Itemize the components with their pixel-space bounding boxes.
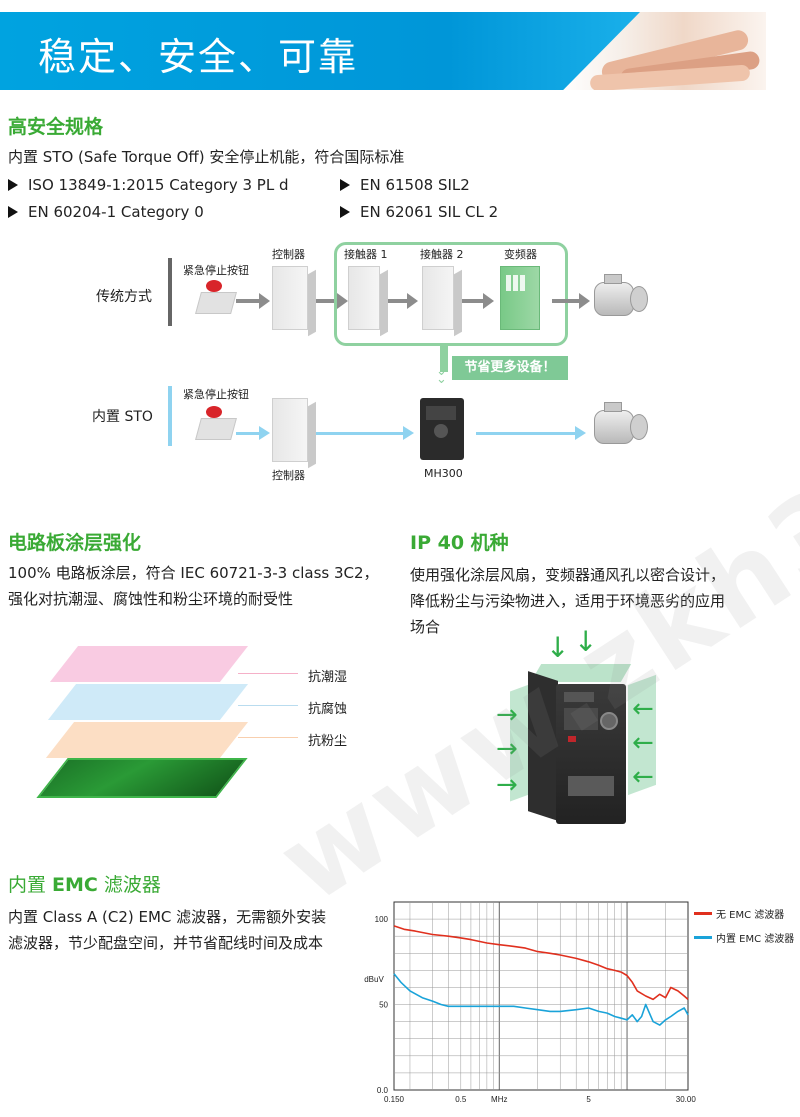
- estop-label: 紧急停止按钮: [183, 388, 249, 401]
- y-tick-label: 0.0: [377, 1086, 389, 1095]
- flow-arrow: [388, 293, 418, 309]
- motor-icon: [594, 400, 652, 448]
- label-leader: [238, 737, 298, 738]
- safety-heading: 高安全规格: [8, 116, 104, 138]
- inverter-box: [500, 266, 540, 330]
- controller-label: 控制器: [272, 248, 305, 261]
- arrow-left-icon: ←: [632, 694, 654, 724]
- standard-item: ISO 13849-1:2015 Category 3 PL d: [8, 176, 288, 194]
- flow-arrow: [462, 293, 494, 309]
- y-tick-label: 100: [375, 915, 389, 924]
- flow-arrow: [316, 293, 348, 309]
- contactor1-box: [348, 266, 380, 330]
- arrow-down-icon: ↓: [546, 631, 570, 664]
- arrow-right-icon: →: [496, 734, 518, 764]
- mh300-drive-icon: [420, 398, 464, 460]
- series-line-0: [393, 925, 689, 1001]
- emc-text: 内置 Class A (C2) EMC 滤波器，无需额外安装: [8, 908, 327, 926]
- series-line-1: [393, 973, 689, 1026]
- dust-layer: [45, 722, 249, 758]
- standard-item: EN 60204-1 Category 0: [8, 203, 204, 221]
- circuit-board: [36, 758, 248, 798]
- flow-arrow: [476, 426, 586, 440]
- label-leader: [238, 705, 298, 706]
- layer-label: 抗粉尘: [308, 734, 348, 749]
- contactor2-box: [422, 266, 454, 330]
- controller-box: [272, 266, 308, 330]
- standard-item: EN 61508 SIL2: [340, 176, 470, 194]
- flow-arrow: [236, 293, 270, 309]
- ip40-text: 场合: [410, 618, 441, 636]
- triangle-bullet-icon: [8, 179, 18, 191]
- contactor1-label: 接触器 1: [344, 248, 388, 261]
- flow-arrow: [316, 426, 414, 440]
- legend-swatch: [694, 936, 712, 939]
- save-arrow-shaft: [440, 346, 448, 372]
- controller-label: 控制器: [272, 469, 305, 482]
- banner-title: 稳定、安全、可靠: [38, 35, 359, 79]
- traditional-label: 传统方式: [96, 289, 152, 305]
- arrow-right-icon: →: [496, 770, 518, 800]
- inverter-label: 变频器: [504, 248, 537, 261]
- triangle-bullet-icon: [340, 179, 350, 191]
- x-tick-label: 0.5: [455, 1095, 467, 1104]
- x-tick-label: 5: [586, 1095, 591, 1104]
- motor-icon: [594, 272, 652, 320]
- emc-text: 滤波器，节少配盘空间，并节省配线时间及成本: [8, 934, 324, 952]
- flow-arrow: [236, 426, 270, 440]
- controller-box: [272, 398, 308, 462]
- coating-heading: 电路板涂层强化: [8, 532, 142, 554]
- emc-heading: 内置 EMC 滤波器: [8, 874, 161, 896]
- flow-arrow: [552, 293, 590, 309]
- sto-label: 内置 STO: [92, 409, 153, 425]
- standard-item: EN 62061 SIL CL 2: [340, 203, 498, 221]
- safety-intro: 内置 STO (Safe Torque Off) 安全停止机能，符合国际标准: [8, 148, 405, 166]
- triangle-bullet-icon: [8, 206, 18, 218]
- legend-item: 内置 EMC 滤波器: [694, 930, 794, 945]
- model-label: MH300: [424, 467, 463, 480]
- x-tick-label: 30.000: [676, 1095, 696, 1104]
- traditional-bar: [168, 258, 172, 326]
- legend-swatch: [694, 912, 712, 915]
- coating-text: 强化对抗潮湿、腐蚀性和粉尘环境的耐受性: [8, 590, 294, 608]
- chevron-down-icon: ⌄⌄: [436, 364, 447, 387]
- save-badge: 节省更多设备！: [452, 356, 568, 380]
- arrow-left-icon: ←: [632, 728, 654, 758]
- sto-bar: [168, 386, 172, 446]
- emc-spectrum-chart: 0.150 0.5 MHz 5 30.000 0.0 50 100 dBuV: [364, 901, 696, 1104]
- layer-label: 抗腐蚀: [308, 702, 348, 717]
- ip40-text: 降低粉尘与污染物进入，适用于环境恶劣的应用: [410, 592, 726, 610]
- arrow-left-icon: ←: [632, 762, 654, 792]
- layer-label: 抗潮湿: [308, 670, 348, 685]
- contactor2-label: 接触器 2: [420, 248, 464, 261]
- x-tick-label: 0.150: [384, 1095, 405, 1104]
- ip40-text: 使用强化涂层风扇，变频器通风孔以密合设计，: [410, 566, 726, 584]
- label-leader: [238, 673, 298, 674]
- y-tick-label: 50: [379, 1001, 388, 1010]
- mh300-drive-icon: [556, 684, 626, 824]
- plot-area: [393, 901, 689, 1091]
- arrow-right-icon: →: [496, 700, 518, 730]
- triangle-bullet-icon: [340, 206, 350, 218]
- arrow-down-icon: ↓: [574, 625, 598, 658]
- legend-item: 无 EMC 滤波器: [694, 906, 784, 921]
- moisture-layer: [49, 646, 249, 682]
- coating-text: 100% 电路板涂层，符合 IEC 60721-3-3 class 3C2，: [8, 564, 379, 582]
- banner-blue-panel: [0, 12, 640, 90]
- banner: 稳定、安全、可靠: [0, 12, 766, 90]
- x-tick-label: MHz: [491, 1095, 507, 1104]
- y-axis-label: dBuV: [364, 975, 384, 984]
- corrosion-layer: [47, 684, 249, 720]
- ip40-heading: IP 40 机种: [410, 532, 509, 554]
- eliminated-equipment-frame: [334, 242, 568, 346]
- estop-label: 紧急停止按钮: [183, 264, 249, 277]
